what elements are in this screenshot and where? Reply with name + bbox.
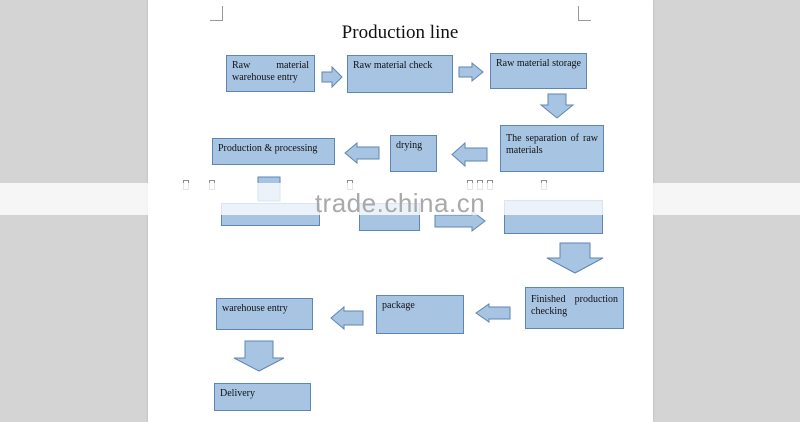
node-production-processing: Production & processing (212, 138, 335, 165)
node-raw-material-entry: Raw material warehouse entry (226, 55, 315, 92)
watermark-text: trade.china.cn (314, 188, 486, 218)
node-separation: The separation of raw materials (500, 125, 604, 172)
node-drying: drying (390, 135, 437, 172)
node-warehouse-entry: warehouse entry (216, 298, 313, 330)
node-raw-material-storage: Raw material storage (490, 53, 587, 89)
node-raw-material-check: Raw material check (347, 55, 453, 93)
arrow-down-icon (233, 340, 285, 372)
node-finished-production-checking: Finished production checking (525, 287, 624, 329)
node-package: package (376, 295, 464, 334)
arrow-down-icon (546, 242, 604, 274)
arrow-right-icon (321, 65, 343, 89)
arrow-right-icon (458, 61, 484, 83)
node-delivery: Delivery (214, 383, 311, 411)
arrow-left-icon (475, 303, 511, 323)
arrow-left-icon (330, 305, 364, 331)
arrow-left-icon (344, 141, 380, 165)
diagram-title: Production line (341, 22, 459, 43)
arrow-left-icon (451, 141, 488, 168)
watermark-band (0, 183, 800, 215)
arrow-down-icon (539, 93, 575, 119)
page-corner-mark-top-right (578, 6, 591, 21)
page-corner-mark-top-left (210, 6, 223, 21)
